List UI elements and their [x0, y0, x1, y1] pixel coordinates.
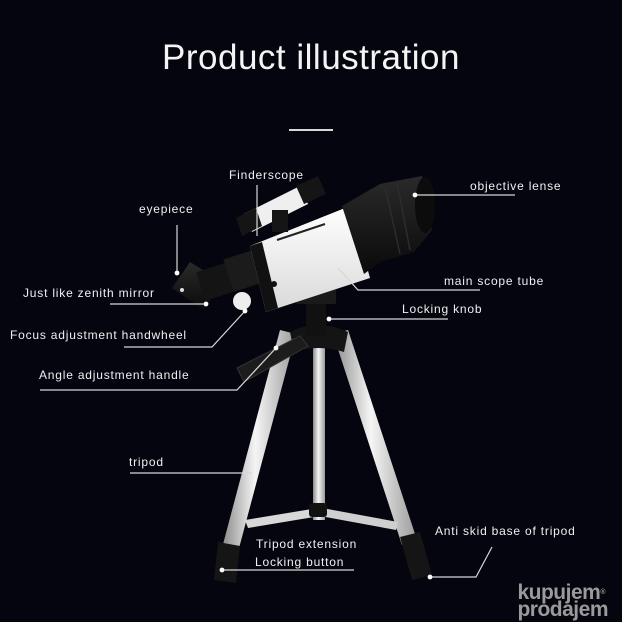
- objective-lens: [342, 176, 435, 274]
- label-zenith-mirror: Just like zenith mirror: [23, 286, 155, 300]
- watermark-line2: prodajem: [517, 598, 608, 621]
- label-main-scope-tube: main scope tube: [444, 274, 545, 288]
- label-locking-button: Locking button: [255, 555, 345, 569]
- watermark-line1: kupujem: [517, 581, 601, 604]
- leader-lines: [40, 185, 515, 578]
- eyepiece-assembly: [172, 250, 263, 310]
- title-divider: [289, 129, 333, 131]
- finderscope: [236, 176, 326, 236]
- label-tripod-extension: Tripod extension: [256, 537, 358, 551]
- tripod-legs: [214, 288, 432, 583]
- label-locking-knob: Locking knob: [402, 302, 483, 316]
- main-tube: [250, 206, 370, 312]
- label-tripod: tripod: [129, 455, 164, 469]
- watermark-logo: kupujem® prodajem: [517, 581, 608, 621]
- label-objective-lense: objective lense: [470, 179, 562, 193]
- label-focus-handwheel: Focus adjustment handwheel: [10, 328, 187, 342]
- label-eyepiece: eyepiece: [139, 202, 194, 216]
- registered-mark: ®: [600, 589, 605, 596]
- label-finderscope: Finderscope: [229, 168, 304, 182]
- leader-dots: [174, 192, 433, 580]
- label-angle-handle: Angle adjustment handle: [39, 368, 190, 382]
- page-title: Product illustration: [162, 38, 460, 77]
- label-anti-skid-base: Anti skid base of tripod: [435, 524, 576, 538]
